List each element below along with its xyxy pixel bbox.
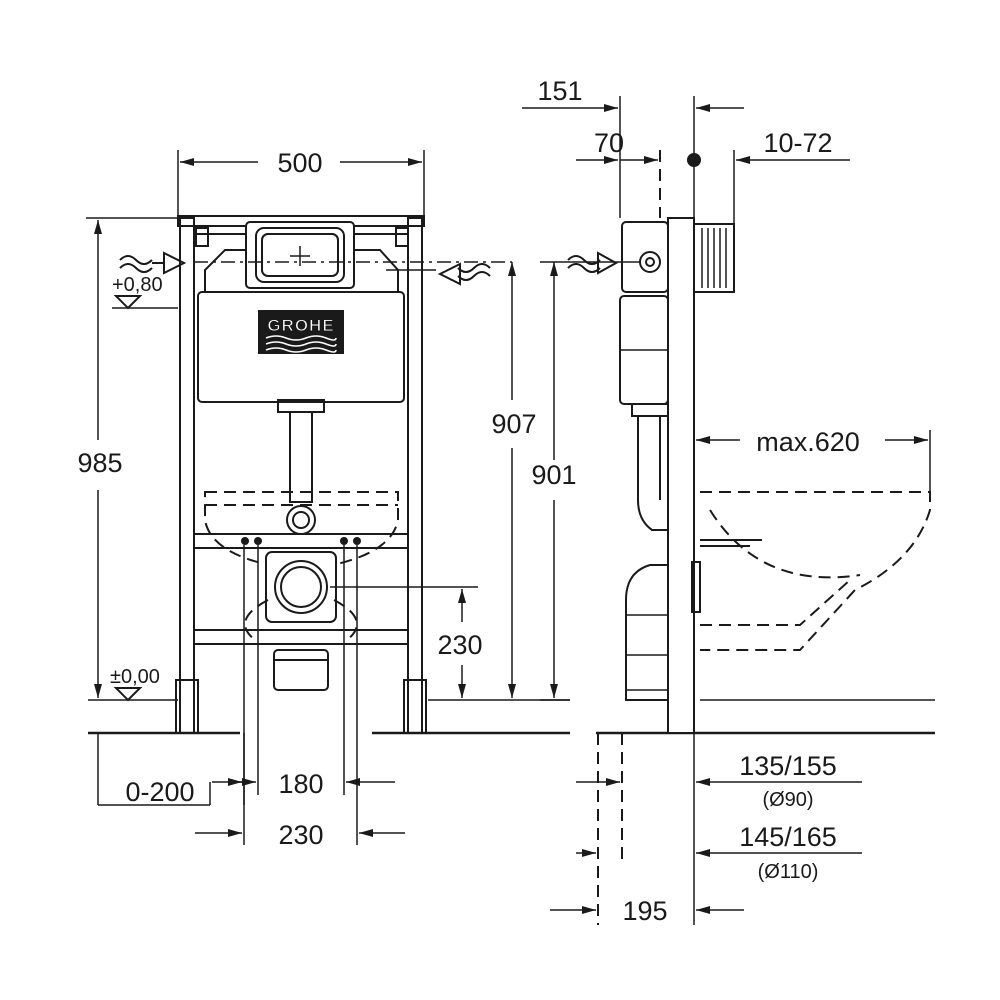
dim-height-a: 907 xyxy=(491,409,536,439)
level-zero-icon xyxy=(113,687,143,702)
dim-depth-front: 70 xyxy=(594,128,624,158)
dim-pipe-large-diameter: (Ø110) xyxy=(758,861,819,883)
flush-pipe xyxy=(277,399,325,535)
side-frame xyxy=(667,217,695,734)
drain-assembly xyxy=(244,551,358,691)
dim-pipe-large-depth: 145/165 xyxy=(739,822,837,852)
cistern-side xyxy=(619,221,669,531)
dim-base-depth: 195 xyxy=(622,896,667,926)
level-zero-label: ±0,00 xyxy=(110,666,160,688)
wc-outline-side xyxy=(700,491,931,651)
dim-height-b: 901 xyxy=(531,460,576,490)
dim-max-projection: max.620 xyxy=(756,427,860,457)
cistern: GROHE xyxy=(197,221,405,403)
dim-wall-gap: 10-72 xyxy=(763,128,832,158)
dim-pipe-small-diameter: (Ø90) xyxy=(762,789,813,811)
dim-offset: 0-200 xyxy=(125,777,194,807)
brand-logo-text: GROHE xyxy=(267,316,334,335)
dim-width: 500 xyxy=(277,148,322,178)
dim-depth-total: 151 xyxy=(537,76,582,106)
water-inlet-right-icon xyxy=(437,262,491,286)
water-inlet-left-icon xyxy=(119,251,187,275)
brand-logo xyxy=(258,310,344,354)
dim-inner-spacing: 180 xyxy=(278,769,323,799)
dim-outer-spacing: 230 xyxy=(278,820,323,850)
dim-outlet-height: 230 xyxy=(437,630,482,660)
dim-height: 985 xyxy=(77,448,122,478)
wc-outline-front xyxy=(204,491,399,572)
mounting-bolts xyxy=(241,537,361,545)
wall-bracket xyxy=(693,223,735,293)
front-view: GROHE xyxy=(86,150,570,845)
drain-elbow-side xyxy=(625,561,701,701)
water-inlet-side-icon xyxy=(567,251,619,275)
dim-pipe-small-depth: 135/155 xyxy=(739,751,837,781)
level-top-icon xyxy=(113,295,143,310)
side-view xyxy=(522,96,935,925)
level-top-label: +0,80 xyxy=(112,274,163,296)
